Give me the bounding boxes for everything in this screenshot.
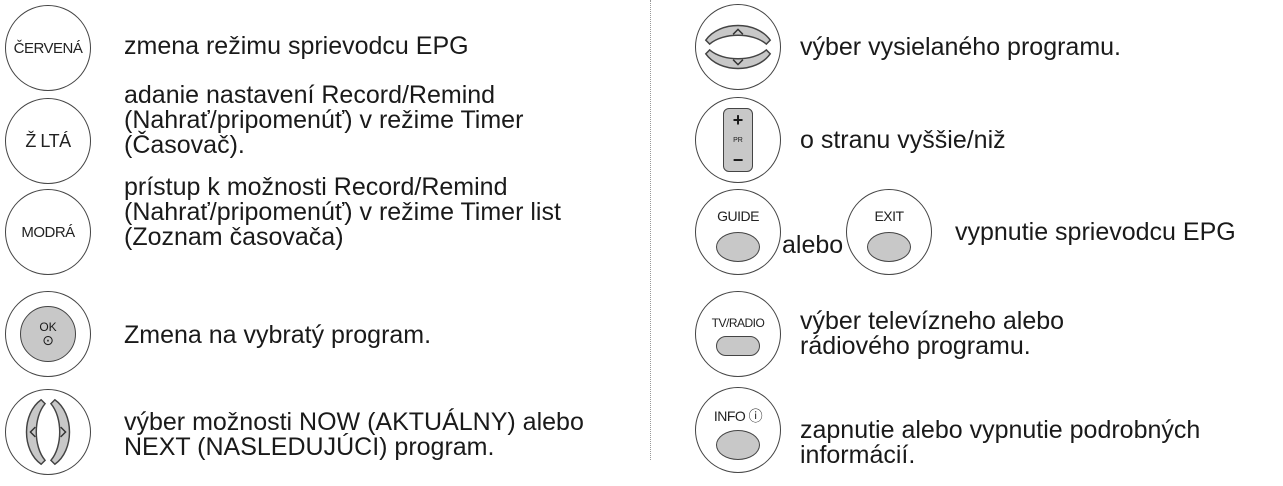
left-right-description: výber možnosti NOW (AKTUÁLNY) alebo NEXT… [124,410,584,460]
up-down-button-frame [695,4,781,90]
up-arrow-key[interactable] [704,24,772,46]
blue-button[interactable]: MODRÁ [5,189,91,275]
right-arrow-key[interactable] [49,398,71,466]
yellow-description-line: adanie nastavení Record/Remind [124,81,496,109]
info-button[interactable]: INFO ⓘ [695,387,781,473]
red-button-label: ČERVENÁ [13,39,83,57]
tv-radio-description-line: výber televízneho alebo [800,307,1065,335]
tv-radio-button-label: TV/RADIO [711,316,765,330]
info-circle-icon: ⓘ [748,408,763,424]
ok-description: Zmena na vybratý program. [124,321,432,349]
blue-description-line: (Nahrať/pripomenúť) v režime Timer list [124,198,561,226]
plus-icon: + [732,110,744,130]
blue-button-label: MODRÁ [21,223,75,241]
info-description-line: zapnutie alebo vypnutie podrobných [800,416,1201,444]
ok-button[interactable]: OK ⊙ [20,306,76,362]
guide-key [716,232,760,262]
up-down-description: výber vysielaného programu. [800,33,1121,61]
pr-description: o stranu vyššie/niž [800,126,1006,154]
left-right-arrows-icon [25,398,71,466]
pr-button-frame: + PR − [695,97,781,183]
chevron-up-icon [732,28,744,35]
ok-button-label: OK [39,320,57,334]
info-button-label: INFO ⓘ [713,408,763,424]
minus-icon: − [732,150,744,170]
tv-radio-description: výber televízneho alebo rádiového progra… [800,309,1064,359]
yellow-button[interactable]: Ž LTÁ [5,98,91,184]
chevron-left-icon [29,426,36,438]
yellow-description-line: (Časovač). [124,131,245,159]
blue-description: prístup k možnosti Record/Remind (Nahrať… [124,175,561,250]
blue-description-line: (Zoznam časovača) [124,223,344,251]
exit-key [867,232,911,262]
guide-button[interactable]: GUIDE [695,189,781,275]
pr-rocker-button[interactable]: + PR − [723,108,753,172]
info-description: zapnutie alebo vypnutie podrobných infor… [800,418,1200,468]
info-key [716,430,760,460]
tv-radio-description-line: rádiového programu. [800,332,1031,360]
info-description-line: informácií. [800,441,916,469]
yellow-description: adanie nastavení Record/Remind (Nahrať/p… [124,83,523,158]
tv-radio-button[interactable]: TV/RADIO [695,291,781,377]
yellow-button-label: Ž LTÁ [25,130,71,151]
exit-button-label: EXIT [874,208,904,224]
column-divider [650,0,651,460]
or-text: alebo [782,231,844,259]
left-right-button-frame [5,389,91,475]
chevron-down-icon [732,59,744,66]
left-arrow-key[interactable] [25,398,47,466]
up-down-arrows-icon [704,24,772,70]
exit-button[interactable]: EXIT [846,189,932,275]
tv-radio-key [716,336,760,356]
select-dot-icon: ⊙ [42,332,54,348]
red-description: zmena režimu sprievodcu EPG [124,32,469,60]
left-right-description-line: výber možnosti NOW (AKTUÁLNY) alebo [124,408,584,436]
blue-description-line: prístup k možnosti Record/Remind [124,173,508,201]
down-arrow-key[interactable] [704,48,772,70]
ok-button-frame: OK ⊙ [5,291,91,377]
guide-button-label: GUIDE [717,208,759,224]
chevron-right-icon [60,426,67,438]
yellow-description-line: (Nahrať/pripomenúť) v režime Timer [124,106,524,134]
red-button[interactable]: ČERVENÁ [5,5,91,91]
pr-label: PR [733,136,743,144]
left-right-description-line: NEXT (NASLEDUJÚCI) program. [124,433,495,461]
guide-exit-description: vypnutie sprievodcu EPG [955,218,1236,246]
